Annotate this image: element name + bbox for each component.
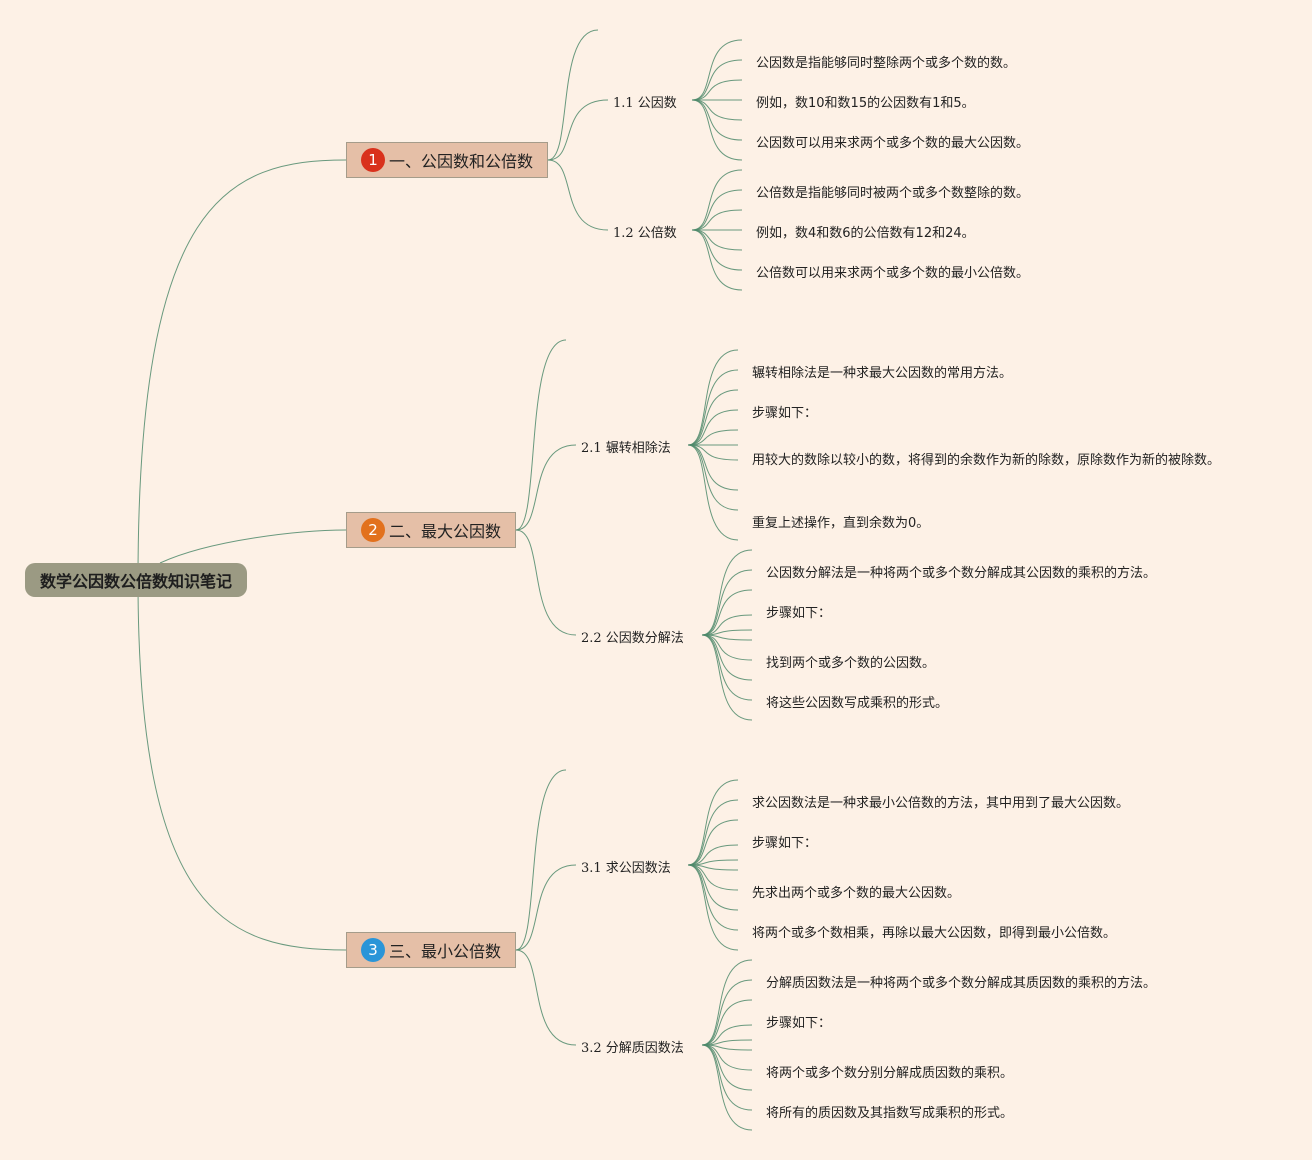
- branch-3-to-sub-connector: [515, 949, 577, 1046]
- leaf-3-2-2[interactable]: 步骤如下：: [766, 1016, 832, 1031]
- subtopic-1-leaf-connector: [691, 59, 743, 101]
- subtopic-3-leaf-connector: [687, 444, 739, 461]
- root-topic[interactable]: 数学公因数公倍数知识笔记: [25, 563, 247, 597]
- number-1-icon: 1: [361, 148, 385, 172]
- subtopic-4-leaf-connector: [701, 569, 753, 636]
- leaf-3-2-3[interactable]: 将两个或多个数分别分解成质因数的乘积。: [766, 1066, 1014, 1081]
- branch-1-to-sub-connector: [547, 29, 599, 161]
- leaf-3-1-2[interactable]: 步骤如下：: [752, 836, 818, 851]
- leaf-2-1-4[interactable]: 重复上述操作，直到余数为0。: [752, 516, 930, 531]
- subtopic-3-leaf-connector: [687, 369, 739, 446]
- subtopic-2-1[interactable]: 2.1 辗转相除法: [581, 441, 671, 456]
- subtopic-2-2[interactable]: 2.2 公因数分解法: [581, 631, 684, 646]
- branch-3-to-sub-connector: [515, 769, 567, 951]
- subtopic-6-leaf-connector: [701, 1044, 753, 1071]
- subtopic-1-leaf-connector: [691, 79, 743, 101]
- branch-label: 二、最大公因数: [389, 522, 502, 541]
- subtopic-6-leaf-connector: [701, 1044, 753, 1131]
- subtopic-5-leaf-connector: [687, 779, 739, 866]
- subtopic-1-leaf-connector: [691, 39, 743, 101]
- subtopic-4-leaf-connector: [701, 634, 753, 641]
- subtopic-5-leaf-connector: [687, 799, 739, 866]
- subtopic-5-leaf-connector: [687, 864, 739, 891]
- subtopic-3-leaf-connector: [687, 349, 739, 446]
- leaf-2-1-3[interactable]: 用较大的数除以较小的数，将得到的余数作为新的除数，原除数作为新的被除数。: [752, 453, 1221, 468]
- branch-2-to-sub-connector: [515, 339, 567, 531]
- subtopic-3-1[interactable]: 3.1 求公因数法: [581, 861, 671, 876]
- leaf-3-1-3[interactable]: 先求出两个或多个数的最大公因数。: [752, 886, 961, 901]
- subtopic-2-leaf-connector: [691, 229, 743, 251]
- leaf-2-1-2[interactable]: 步骤如下：: [752, 406, 818, 421]
- subtopic-2-leaf-connector: [691, 189, 743, 231]
- subtopic-6-leaf-connector: [701, 999, 753, 1046]
- root-to-branch-1-connector: [137, 159, 347, 581]
- leaf-3-2-1[interactable]: 分解质因数法是一种将两个或多个数分解成其质因数的乘积的方法。: [766, 976, 1157, 991]
- subtopic-5-leaf-connector: [687, 864, 739, 871]
- subtopic-3-leaf-connector: [687, 444, 739, 541]
- subtopic-2-leaf-connector: [691, 169, 743, 231]
- subtopic-1-leaf-connector: [691, 99, 743, 121]
- branch-topic-1[interactable]: 1 一、公因数和公倍数: [346, 142, 548, 178]
- leaf-1-1-1[interactable]: 公因数是指能够同时整除两个或多个数的数。: [756, 56, 1017, 71]
- subtopic-5-leaf-connector: [687, 819, 739, 866]
- leaf-2-2-2[interactable]: 步骤如下：: [766, 606, 832, 621]
- number-3-icon: 3: [361, 938, 385, 962]
- subtopic-5-leaf-connector: [687, 864, 739, 911]
- leaf-2-2-4[interactable]: 将这些公因数写成乘积的形式。: [766, 696, 949, 711]
- branch-1-to-sub-connector: [547, 99, 609, 161]
- subtopic-2-leaf-connector: [691, 229, 743, 291]
- leaf-2-2-1[interactable]: 公因数分解法是一种将两个或多个数分解成其公因数的乘积的方法。: [766, 566, 1157, 581]
- branch-2-to-sub-connector: [515, 529, 577, 636]
- subtopic-6-leaf-connector: [701, 1044, 753, 1051]
- subtopic-6-leaf-connector: [701, 1044, 753, 1091]
- branch-3-to-sub-connector: [515, 864, 577, 951]
- subtopic-4-leaf-connector: [701, 634, 753, 701]
- subtopic-4-leaf-connector: [701, 634, 753, 661]
- subtopic-4-leaf-connector: [701, 634, 753, 681]
- subtopic-3-2[interactable]: 3.2 分解质因数法: [581, 1041, 684, 1056]
- leaf-1-2-1[interactable]: 公倍数是指能够同时被两个或多个数整除的数。: [756, 186, 1030, 201]
- subtopic-4-leaf-connector: [701, 634, 753, 721]
- subtopic-2-leaf-connector: [691, 209, 743, 231]
- subtopic-1-leaf-connector: [691, 99, 743, 161]
- number-2-icon: 2: [361, 518, 385, 542]
- subtopic-6-leaf-connector: [701, 959, 753, 1046]
- leaf-1-2-3[interactable]: 公倍数可以用来求两个或多个数的最小公倍数。: [756, 266, 1030, 281]
- subtopic-3-leaf-connector: [687, 389, 739, 446]
- subtopic-3-leaf-connector: [687, 444, 739, 511]
- subtopic-1-2[interactable]: 1.2 公倍数: [613, 226, 677, 241]
- branch-1-to-sub-connector: [547, 159, 609, 231]
- subtopic-4-leaf-connector: [701, 589, 753, 636]
- leaf-2-2-3[interactable]: 找到两个或多个数的公因数。: [766, 656, 936, 671]
- subtopic-3-leaf-connector: [687, 444, 739, 491]
- branch-topic-3[interactable]: 3 三、最小公倍数: [346, 932, 516, 968]
- subtopic-6-leaf-connector: [701, 979, 753, 1046]
- branch-label: 一、公因数和公倍数: [389, 152, 534, 171]
- subtopic-3-leaf-connector: [687, 409, 739, 446]
- root-to-branch-2-connector: [159, 529, 347, 564]
- root-to-branch-3-connector: [137, 579, 347, 951]
- subtopic-5-leaf-connector: [687, 864, 739, 931]
- branch-label: 三、最小公倍数: [389, 942, 502, 961]
- leaf-3-1-1[interactable]: 求公因数法是一种求最小公倍数的方法，其中用到了最大公因数。: [752, 796, 1130, 811]
- leaf-1-1-2[interactable]: 例如，数10和数15的公因数有1和5。: [756, 96, 975, 111]
- subtopic-5-leaf-connector: [687, 864, 739, 951]
- leaf-3-1-4[interactable]: 将两个或多个数相乘，再除以最大公因数，即得到最小公倍数。: [752, 926, 1117, 941]
- subtopic-6-leaf-connector: [701, 1044, 753, 1111]
- leaf-3-2-4[interactable]: 将所有的质因数及其指数写成乘积的形式。: [766, 1106, 1014, 1121]
- subtopic-4-leaf-connector: [701, 549, 753, 636]
- leaf-1-2-2[interactable]: 例如，数4和数6的公倍数有12和24。: [756, 226, 975, 241]
- subtopic-1-1[interactable]: 1.1 公因数: [613, 96, 677, 111]
- branch-topic-2[interactable]: 2 二、最大公因数: [346, 512, 516, 548]
- branch-2-to-sub-connector: [515, 444, 577, 531]
- leaf-2-1-1[interactable]: 辗转相除法是一种求最大公因数的常用方法。: [752, 366, 1013, 381]
- leaf-1-1-3[interactable]: 公因数可以用来求两个或多个数的最大公因数。: [756, 136, 1030, 151]
